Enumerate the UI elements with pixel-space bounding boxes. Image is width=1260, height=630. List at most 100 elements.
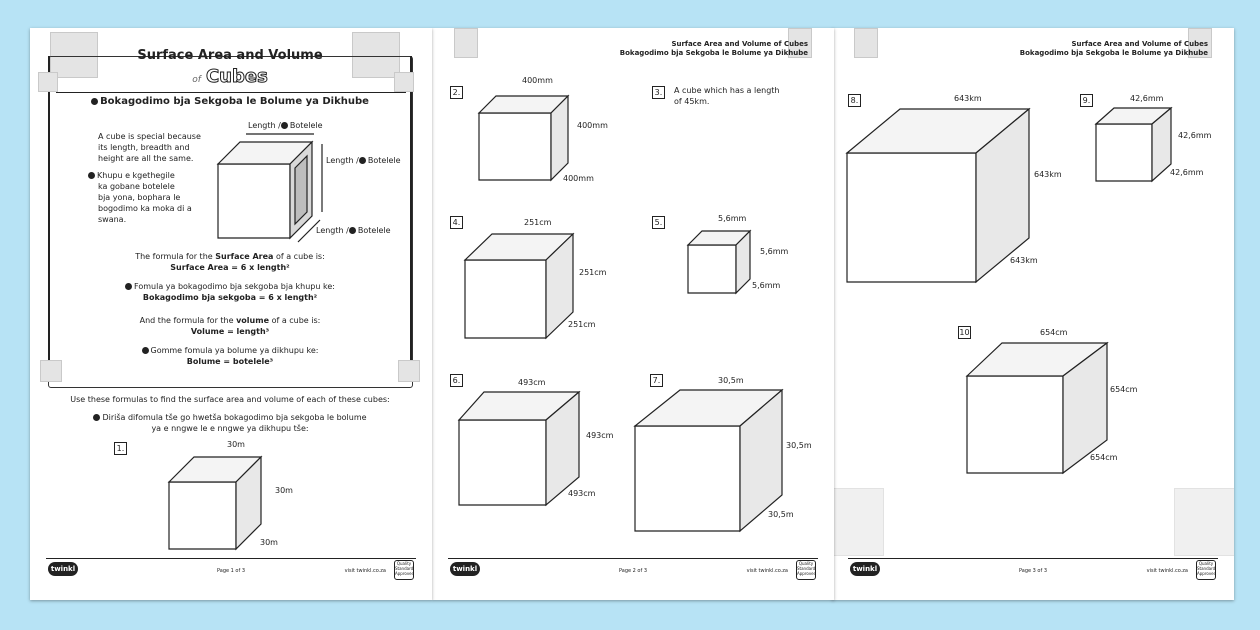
frame-rule-right <box>410 56 412 378</box>
flag-icon <box>348 227 356 234</box>
q5-label-bottom: 5,6mm <box>752 281 781 290</box>
q4-label-top: 251cm <box>524 218 552 227</box>
q2-label-right: 400mm <box>577 121 608 130</box>
decorative-cube-small-right <box>394 72 414 92</box>
intro-en-3: height are all the same. <box>98 154 194 163</box>
q6-label-bottom: 493cm <box>568 489 596 498</box>
footer-rule <box>448 558 818 559</box>
q8-label-bottom: 643km <box>1010 256 1038 265</box>
q3-text-2: of 45km. <box>674 97 710 106</box>
vol-intro: And the formula for the volume of a cube… <box>90 316 370 326</box>
sa-tr-formula: Bokagodimo bja sekgoba = 6 x length² <box>142 293 318 302</box>
intro-tr-4: bogodimo ka moka di a <box>98 204 192 213</box>
cube-q8 <box>845 107 1031 284</box>
q7-label-top: 30,5m <box>718 376 744 385</box>
subtitle-text: Bokagodimo bja Sekgoba le Bolume ya Dikh… <box>100 96 369 107</box>
cube-q10 <box>965 341 1109 475</box>
vol-intro-text: And the formula for the <box>139 316 234 325</box>
sa-tr-text: Fomula ya bokagodimo bja sekgoba bja khu… <box>134 282 335 291</box>
intro-en-2: its length, breadth and <box>98 143 190 152</box>
vol-intro-end: of a cube is: <box>271 316 321 325</box>
decorative-cube-bottom-left <box>832 488 884 556</box>
frame-rule-left <box>48 56 50 378</box>
cube-q4 <box>463 232 575 340</box>
sa-intro: The formula for the Surface Area of a cu… <box>90 252 370 262</box>
decorative-cube-bottom-right <box>1174 488 1234 556</box>
diagram-label-top: Length /Botelele <box>248 121 323 131</box>
q5-label-top: 5,6mm <box>718 214 747 223</box>
quality-badge: Quality Standard Approved <box>394 560 414 580</box>
question-number-8: 8. <box>848 94 861 107</box>
q4-label-bottom: 251cm <box>568 320 596 329</box>
title-cubes-word: Cubes <box>205 66 268 88</box>
header-line-2: Bokagodimo bja Sekgoba le Bolume ya Dikh… <box>619 49 808 57</box>
q3-text-1: A cube which has a length <box>674 86 780 95</box>
question-number-10: 10 <box>958 326 971 339</box>
title-of: of <box>192 75 201 85</box>
sa-intro-bold: Surface Area <box>215 252 274 261</box>
diagram-label-right: Length /Botelele <box>326 156 401 166</box>
decorative-cube-bottom-right <box>398 360 420 382</box>
decorative-cube-small-left <box>38 72 58 92</box>
q9-label-right: 42,6mm <box>1178 131 1212 140</box>
intro-en-1: A cube is special because <box>98 132 201 141</box>
sa-intro-end: of a cube is: <box>275 252 325 261</box>
instruction-tr-1-text: Diriša difomula tše go hwetša bokagodimo… <box>102 413 367 422</box>
cube-q7 <box>633 388 784 533</box>
cube-q6 <box>457 390 581 507</box>
diagram-label-bottom-text: Length / <box>316 226 349 235</box>
question-number-7: 7. <box>650 374 663 387</box>
flag-icon <box>125 283 133 290</box>
q6-label-top: 493cm <box>518 378 546 387</box>
q1-label-right: 30m <box>275 486 293 495</box>
site-url: visit twinkl.co.za <box>746 568 788 574</box>
intro-tr-3: bja yona, bophara le <box>98 193 181 202</box>
q9-label-top: 42,6mm <box>1130 94 1164 103</box>
instruction-tr-2: ya e nngwe le e nngwe ya dikhupu tše: <box>151 424 309 433</box>
page-number: Page 1 of 3 <box>216 568 246 574</box>
twinkl-logo: twinkl <box>850 562 880 576</box>
q2-label-top: 400mm <box>522 76 553 85</box>
decorative-cube-top-left <box>454 28 478 58</box>
site-url: visit twinkl.co.za <box>1146 568 1188 574</box>
intro-tr-2: ka gobane botelele <box>98 182 175 191</box>
q4-label-right: 251cm <box>579 268 607 277</box>
sa-formula: Surface Area = 6 x length² <box>170 263 290 272</box>
flag-icon <box>141 347 149 354</box>
title-rule <box>56 92 406 93</box>
instruction-tr-1: Diriša difomula tše go hwetša bokagodimo… <box>50 413 410 423</box>
decorative-cube-top-left <box>50 32 98 78</box>
question-number-2: 2. <box>450 86 463 99</box>
q10-label-right: 654cm <box>1110 385 1138 394</box>
q1-label-bottom: 30m <box>260 538 278 547</box>
header-line-2: Bokagodimo bja Sekgoba le Bolume ya Dikh… <box>1019 49 1208 57</box>
subtitle: Bokagodimo bja Sekgoba le Bolume ya Dikh… <box>70 96 390 108</box>
q8-label-right: 643km <box>1034 170 1062 179</box>
q5-label-right: 5,6mm <box>760 247 789 256</box>
cube-q1 <box>167 455 263 551</box>
question-number-3: 3. <box>652 86 665 99</box>
q2-label-bottom: 400mm <box>563 174 594 183</box>
intro-tr-1: Khupu e kgethegile <box>88 171 175 181</box>
decorative-cube-bottom-left <box>40 360 62 382</box>
cube-q2 <box>477 94 570 182</box>
decorative-cube-top-right <box>788 28 812 58</box>
flag-icon <box>91 98 99 105</box>
q1-label-top: 30m <box>227 440 245 449</box>
diagram-cube <box>216 133 323 243</box>
flag-icon <box>93 414 101 421</box>
q7-label-right: 30,5m <box>786 441 812 450</box>
page-title: Surface Area and Volume <box>137 48 323 63</box>
cube-q5 <box>686 229 752 295</box>
decorative-cube-top-right <box>352 32 400 78</box>
instruction-en: Use these formulas to find the surface a… <box>70 395 390 404</box>
q10-label-bottom: 654cm <box>1090 453 1118 462</box>
diagram-label-bottom: Length /Botelele <box>316 226 391 236</box>
page-header: Surface Area and Volume of Cubes Bokagod… <box>1020 40 1208 58</box>
footer-rule <box>848 558 1218 559</box>
question-number-9: 9. <box>1080 94 1093 107</box>
twinkl-logo: twinkl <box>48 562 78 576</box>
site-url: visit twinkl.co.za <box>344 568 386 574</box>
flag-icon <box>358 157 366 164</box>
footer-rule <box>46 558 416 559</box>
